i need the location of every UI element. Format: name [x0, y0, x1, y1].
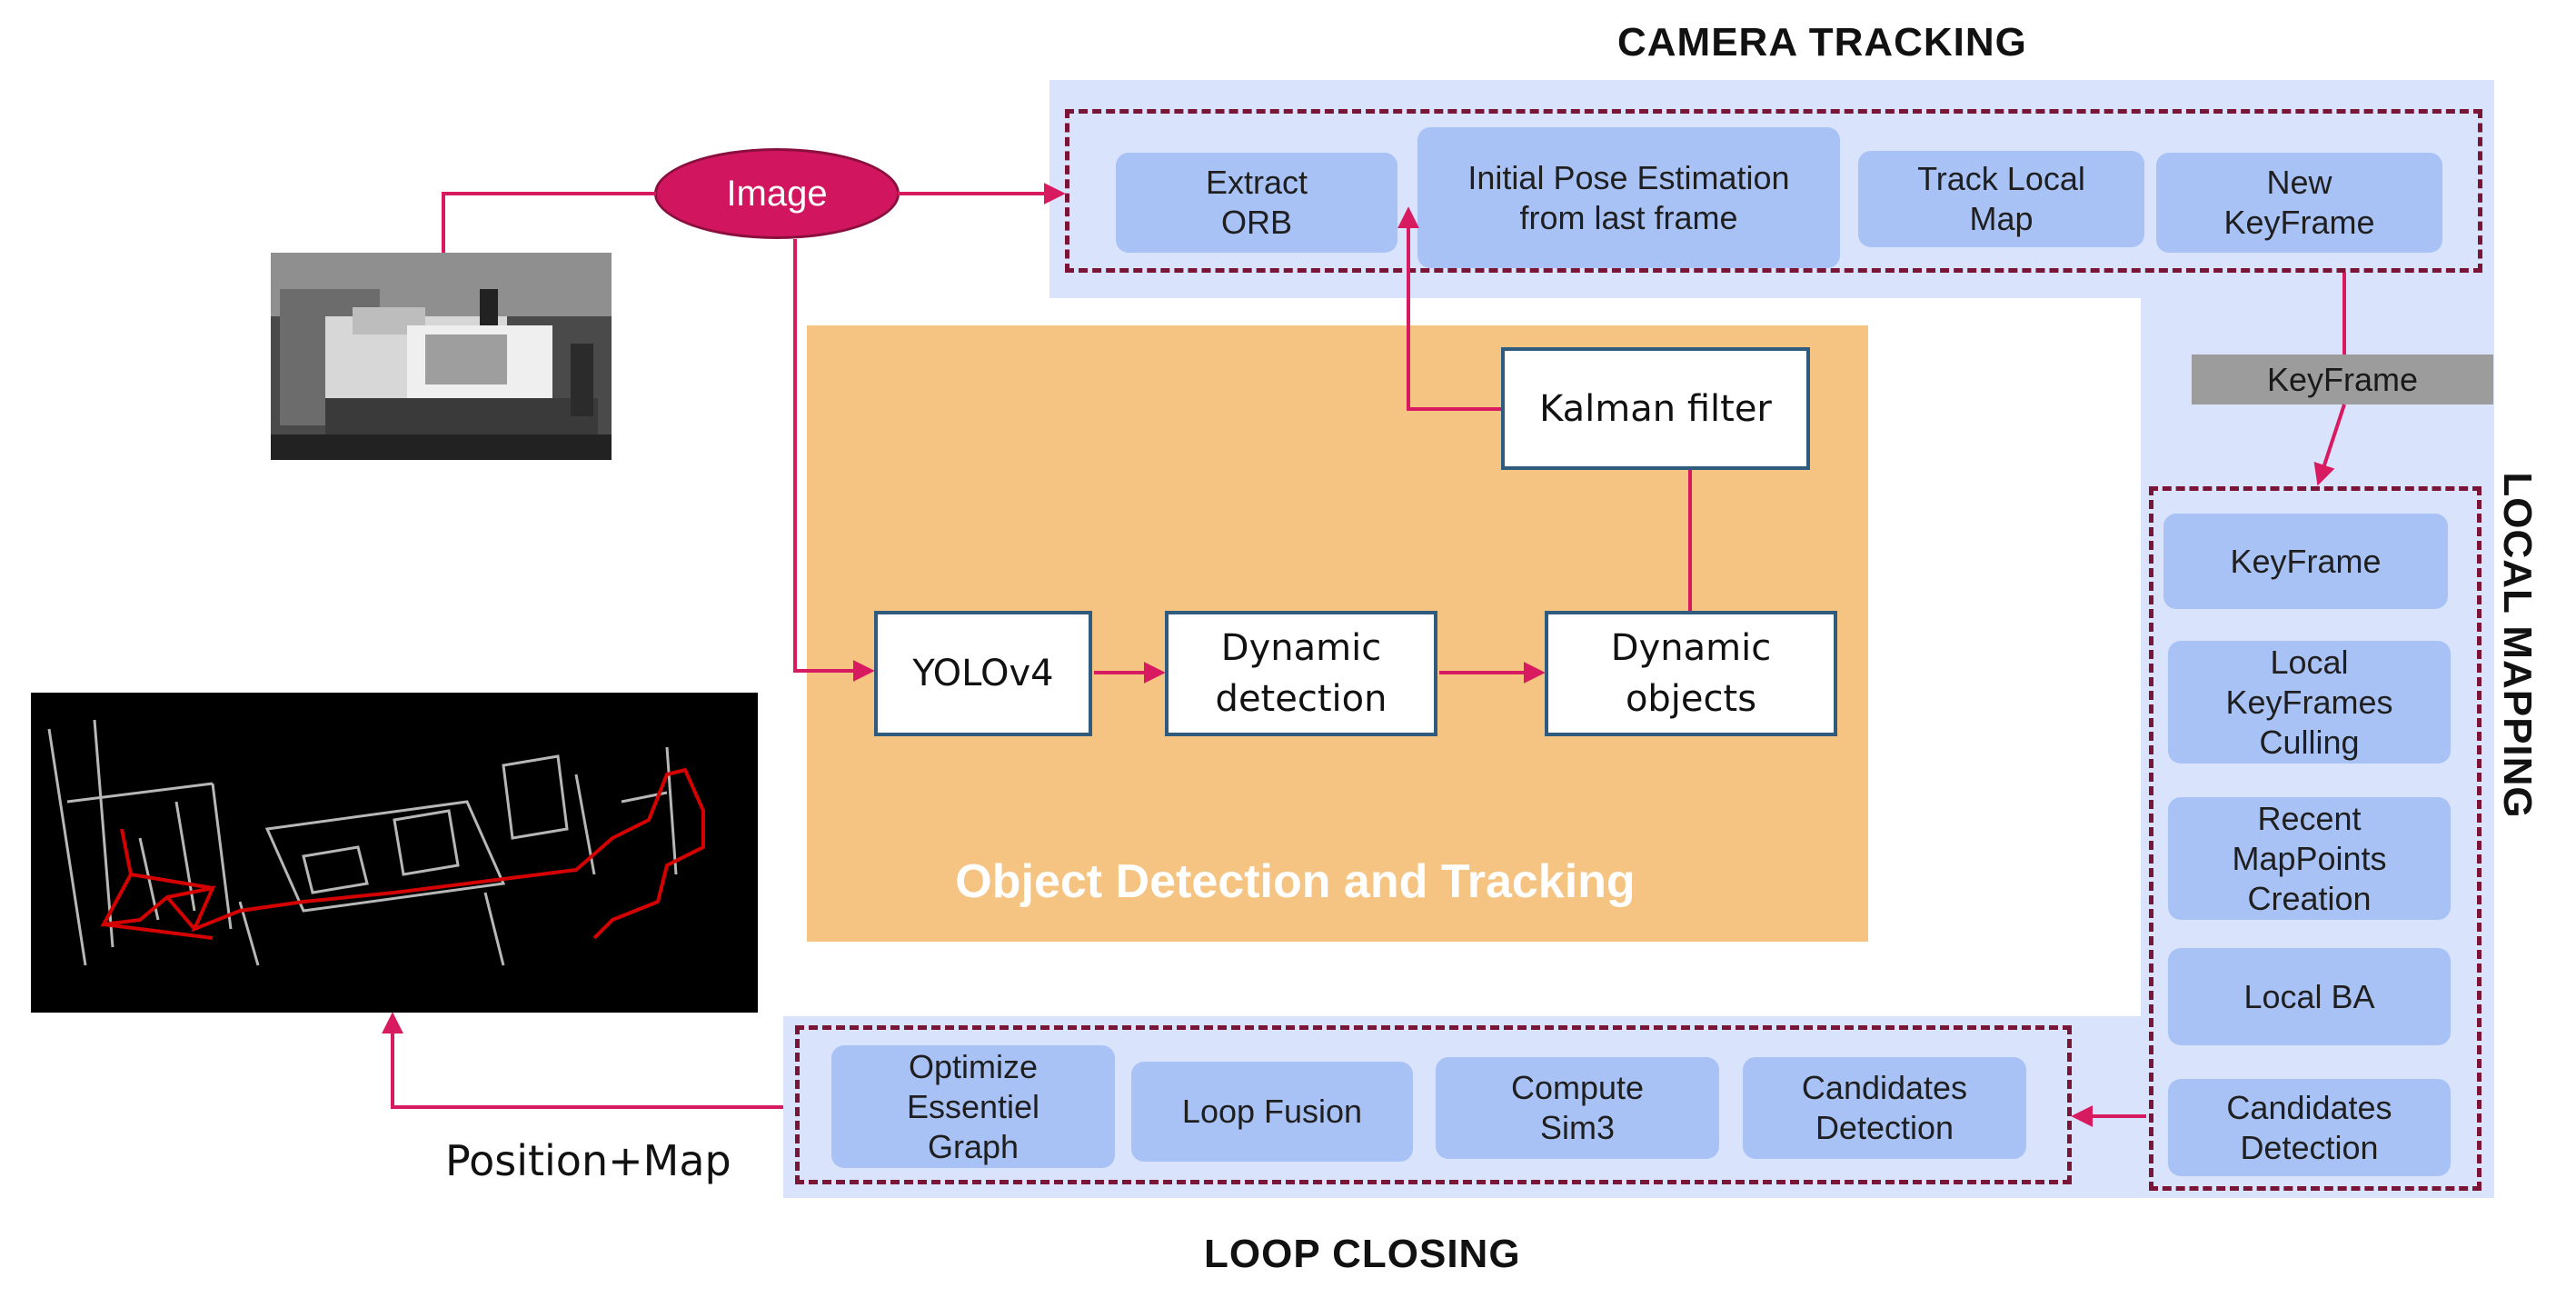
image-node-label: Image — [726, 173, 828, 214]
keyframe-tag: KeyFrame — [2192, 354, 2493, 404]
output-label: Position+Map — [445, 1136, 731, 1185]
lm-keyframe-step: KeyFrame — [2163, 514, 2448, 609]
kalman-filter-box: Kalman filter — [1501, 347, 1810, 470]
optimize-essentiel-graph-step: Optimize Essentiel Graph — [831, 1045, 1115, 1168]
kalman-to-pose-arrow — [1397, 206, 1501, 411]
track-local-map-step: Track Local Map — [1858, 151, 2144, 247]
dynamic-detection-box: Dynamic detection — [1165, 611, 1437, 736]
object-detection-title: Object Detection and Tracking — [955, 855, 1636, 908]
tag-to-localmapping-arrow — [2313, 404, 2346, 486]
camera-frame-photo — [271, 253, 612, 460]
extract-orb-step: Extract ORB — [1116, 153, 1397, 253]
loopclosing-to-map-arrow — [382, 1012, 783, 1109]
loop-closing-title: LOOP CLOSING — [1204, 1232, 1521, 1276]
lm-candidates-detection-step: Candidates Detection — [2168, 1079, 2451, 1176]
image-to-yolo-arrow — [793, 239, 875, 682]
photo-to-image-line — [442, 192, 656, 253]
new-keyframe-step: New KeyFrame — [2156, 153, 2442, 253]
lc-candidates-detection-step: Candidates Detection — [1743, 1057, 2026, 1159]
compute-sim3-step: Compute Sim3 — [1436, 1057, 1719, 1159]
yolov4-box: YOLOv4 — [874, 611, 1092, 736]
local-ba-step: Local BA — [2168, 948, 2451, 1045]
recent-mappoints-creation-step: Recent MapPoints Creation — [2168, 797, 2451, 920]
point-cloud-map — [31, 693, 758, 1013]
initial-pose-estimation-step: Initial Pose Estimation from last frame — [1417, 127, 1840, 268]
dynamic-objects-box: Dynamic objects — [1545, 611, 1837, 736]
image-node: Image — [654, 148, 900, 239]
camera-tracking-title: CAMERA TRACKING — [1617, 20, 2027, 65]
local-keyframes-culling-step: Local KeyFrames Culling — [2168, 641, 2451, 764]
loop-fusion-step: Loop Fusion — [1131, 1062, 1413, 1162]
local-mapping-group — [2149, 486, 2482, 1191]
loop-closing-group — [795, 1025, 2072, 1184]
camera-tracking-group — [1065, 109, 2482, 273]
